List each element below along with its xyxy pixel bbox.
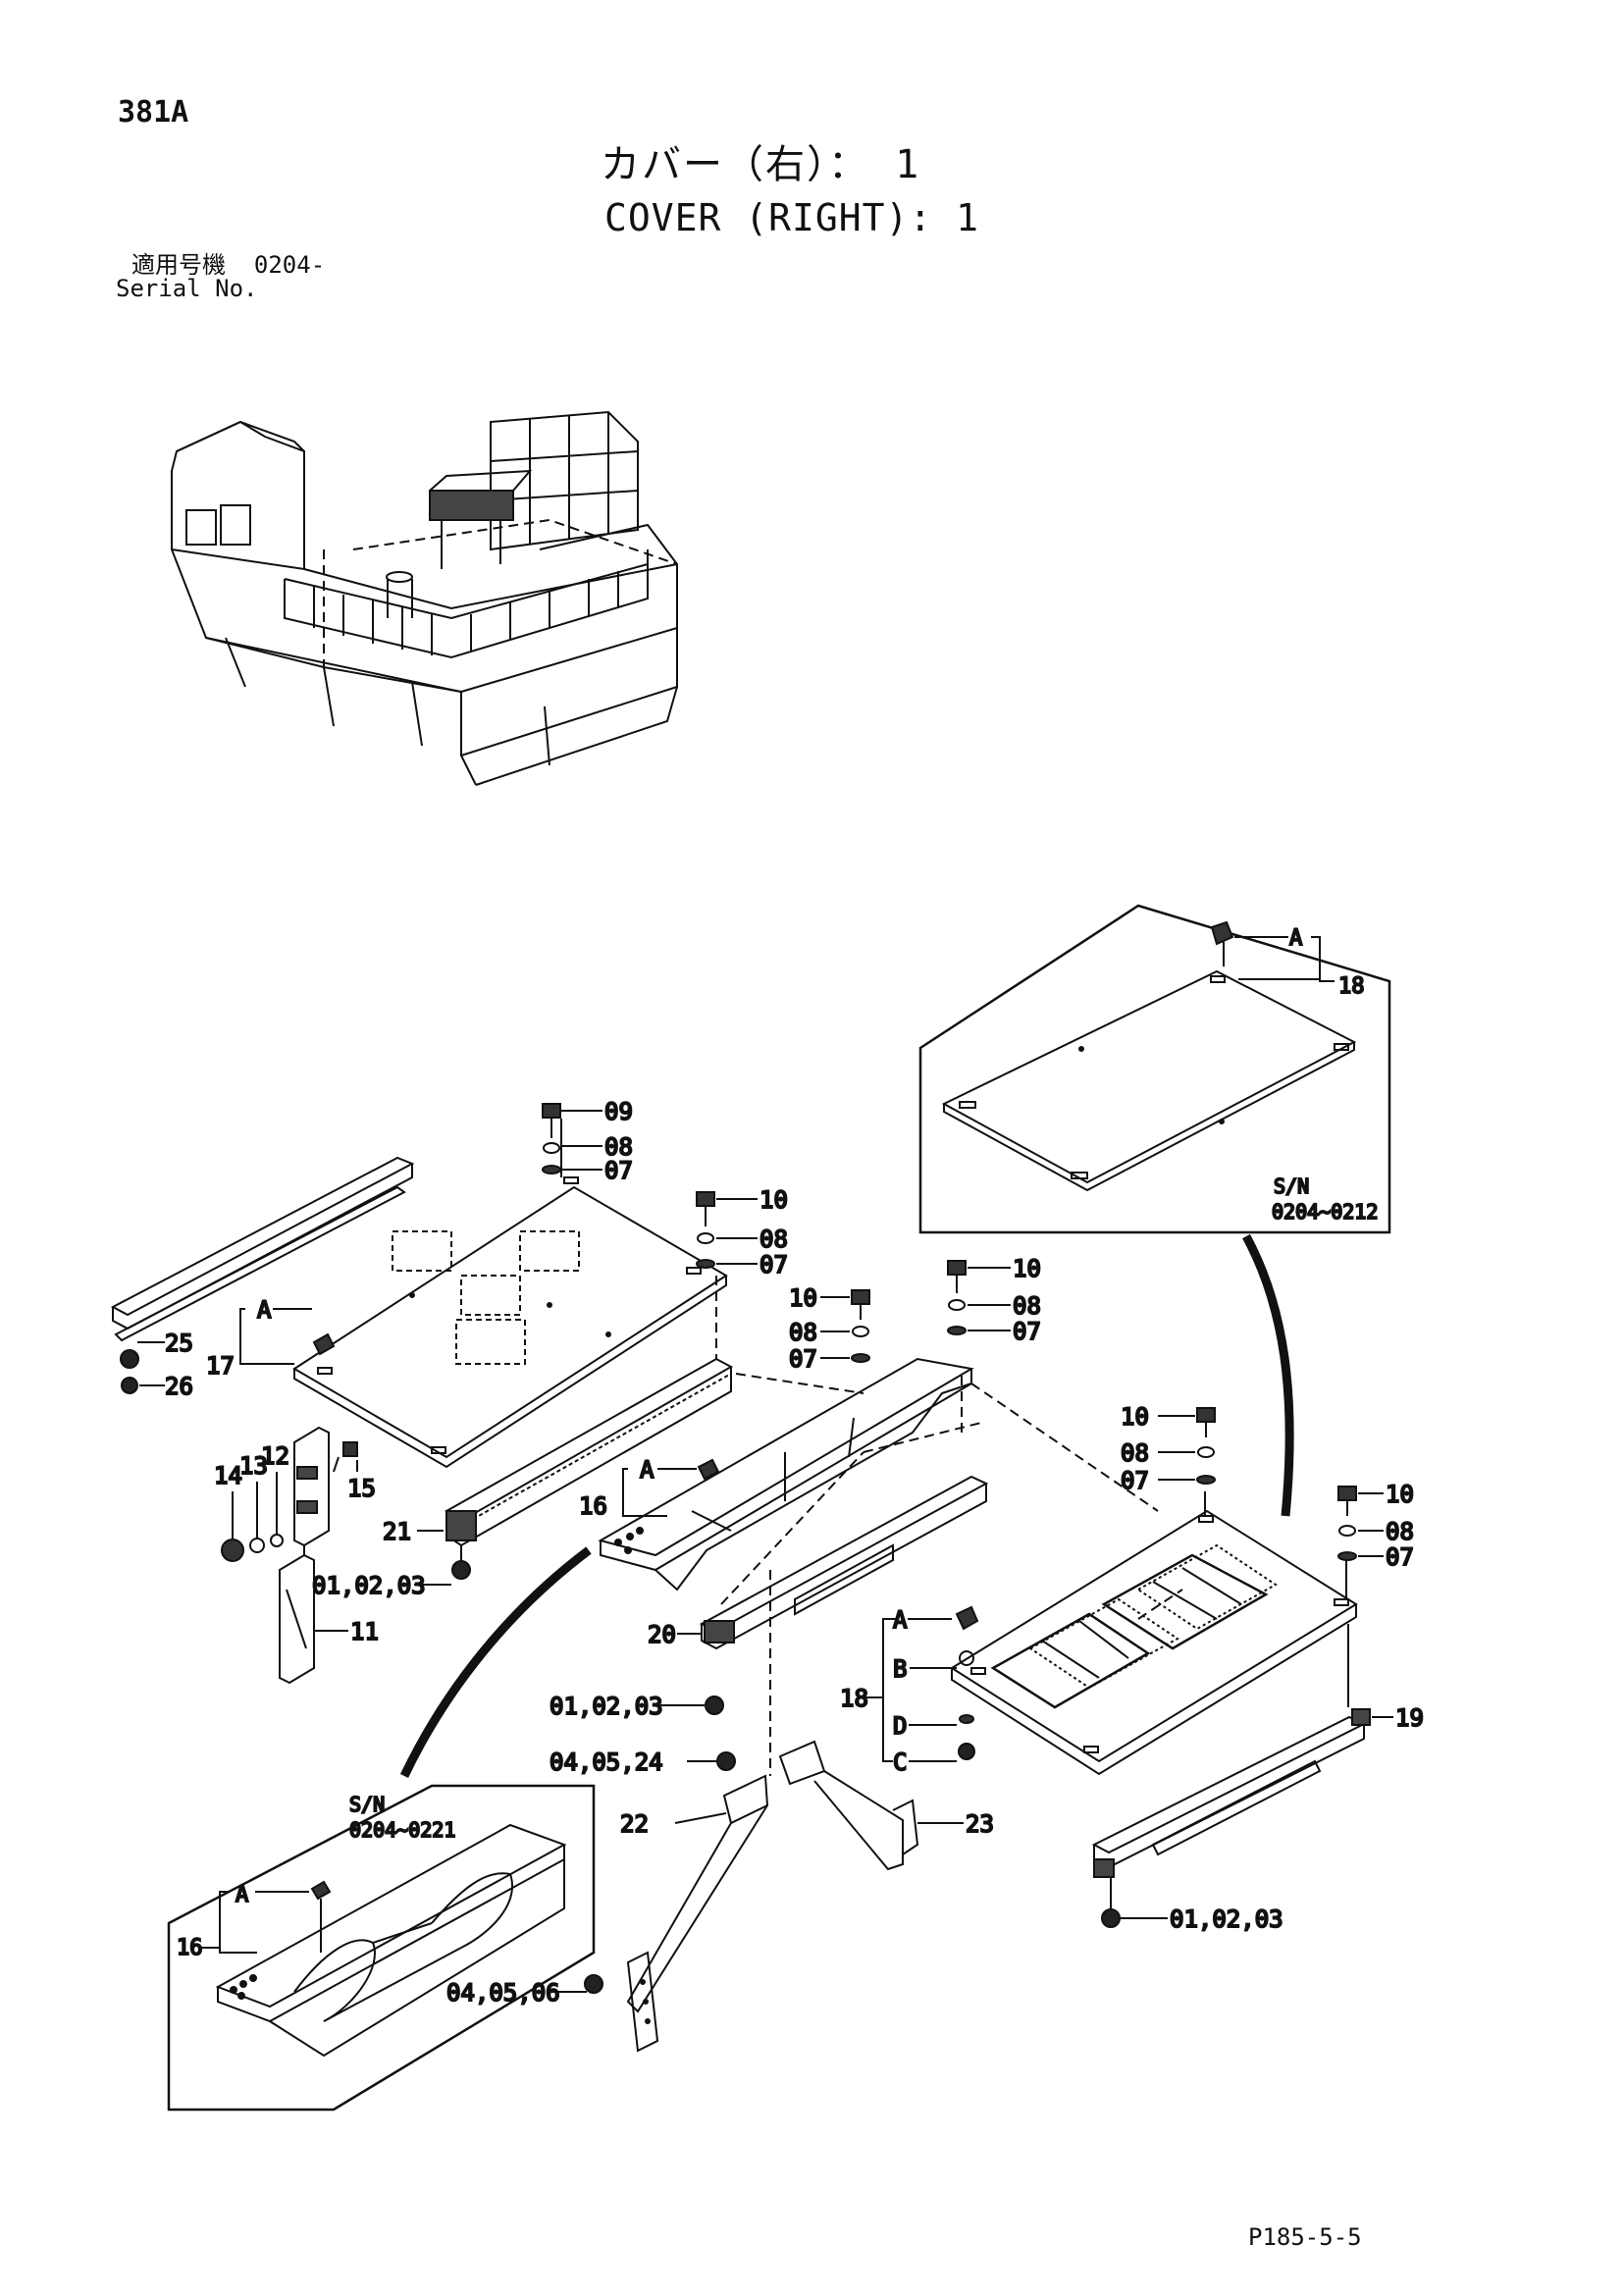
- callout-22: 22: [620, 1810, 649, 1838]
- label-A-17: A: [257, 1296, 272, 1324]
- callout-07-a: 07: [604, 1157, 633, 1184]
- title-english: COVER (RIGHT): 1: [604, 196, 980, 239]
- callout-10-a: 10: [759, 1186, 788, 1214]
- assembly-lines: [715, 1276, 1159, 1512]
- serial-label-english: Serial No.: [116, 275, 258, 302]
- callout-11: 11: [350, 1618, 379, 1645]
- callout-15: 15: [347, 1475, 376, 1502]
- callout-12: 12: [261, 1442, 289, 1470]
- label-C: C: [893, 1748, 907, 1776]
- page-code: 381A: [118, 95, 189, 130]
- label-B: B: [893, 1655, 907, 1683]
- part-18-fastener-group: [864, 1605, 979, 1762]
- part-23-strut: [769, 1570, 964, 1871]
- callout-07-d: 07: [1013, 1318, 1041, 1345]
- part-16-frame: [598, 1357, 974, 1592]
- fastener-stack-10-d: [1158, 1407, 1216, 1485]
- callout-14: 14: [214, 1462, 242, 1489]
- arc-bottom-left: [399, 1546, 592, 1778]
- callout-08-a: 08: [604, 1133, 633, 1161]
- callout-08-e: 08: [1121, 1439, 1149, 1467]
- part-25-rail: [110, 1156, 415, 1386]
- callout-07-e: 07: [1121, 1467, 1149, 1494]
- label-A-16: A: [640, 1456, 654, 1484]
- inset-tr-callout-18: 18: [1338, 974, 1365, 999]
- callout-10-c: 10: [1013, 1255, 1041, 1282]
- part-22-strut: [626, 1774, 769, 2053]
- callout-04-05-24: 04,05,24: [550, 1748, 663, 1776]
- part-18-grille-cover: [950, 1491, 1358, 1776]
- part-17-cover-plate: [239, 1119, 728, 1469]
- serial-label-jp-text: 適用号機: [131, 251, 226, 279]
- callout-13: 13: [239, 1452, 268, 1480]
- callout-07-b: 07: [759, 1251, 788, 1278]
- inset-top-right: A 18 S/N 0204~0212: [918, 904, 1391, 1234]
- part-20-rail: [677, 1422, 989, 1650]
- part-19-rail: [1091, 1624, 1393, 1928]
- title-japanese: カバー（右）： 1: [601, 142, 921, 187]
- fastener-stack-10-c: [947, 1260, 1011, 1335]
- part-11-bracket: [221, 1426, 358, 1685]
- callout-18: 18: [840, 1685, 868, 1712]
- fastener-stack-10-a: [696, 1191, 758, 1269]
- label-D: D: [893, 1712, 907, 1740]
- machine-overview-sketch: [171, 410, 678, 786]
- callout-20: 20: [648, 1621, 676, 1648]
- callout-08-f: 08: [1386, 1518, 1414, 1545]
- inset-bl-label-A: A: [236, 1883, 248, 1907]
- footer-page-ref: P185-5-5: [1248, 2223, 1362, 2251]
- serial-value: 0204-: [253, 251, 326, 279]
- fastener-stack-10-b: [820, 1289, 870, 1363]
- callout-19: 19: [1395, 1704, 1424, 1732]
- serial-label-japanese: 適用号機 0204-: [131, 253, 325, 277]
- bolt-26-icon: [121, 1377, 138, 1394]
- callout-07-c: 07: [789, 1345, 817, 1373]
- callout-04-05-06: 04,05,06: [446, 1979, 560, 2007]
- bolt-04-05-24-icon: [716, 1751, 736, 1771]
- callout-01-02-03-a: 01,02,03: [312, 1572, 426, 1599]
- arc-top-right: [1242, 1233, 1294, 1517]
- callout-10-e: 10: [1386, 1481, 1414, 1508]
- inset-bl-sn-range: 0204~0221: [349, 1818, 455, 1842]
- callout-26: 26: [165, 1373, 193, 1400]
- callout-21: 21: [383, 1518, 411, 1545]
- callout-09: 09: [604, 1098, 633, 1125]
- callout-08-c: 08: [789, 1319, 817, 1346]
- callout-16: 16: [579, 1492, 607, 1520]
- callout-10-d: 10: [1121, 1403, 1149, 1431]
- inset-tr-label-A: A: [1289, 926, 1302, 951]
- callout-10-b: 10: [789, 1284, 817, 1312]
- callout-23: 23: [966, 1810, 994, 1838]
- inset-tr-sn-label: S/N: [1274, 1174, 1309, 1198]
- label-A-18: A: [893, 1606, 908, 1634]
- fastener-stack-10-e: [1337, 1486, 1384, 1561]
- callout-01-02-03-b: 01,02,03: [550, 1693, 663, 1720]
- callout-08-d: 08: [1013, 1292, 1041, 1320]
- bolt-04-05-06-icon: [584, 1974, 603, 1994]
- bolt-01-02-03-b-icon: [705, 1696, 724, 1715]
- part-21-rail: [414, 1357, 734, 1586]
- callout-07-f: 07: [1386, 1543, 1414, 1571]
- callout-17: 17: [206, 1352, 235, 1380]
- callout-25: 25: [165, 1330, 193, 1357]
- inset-tr-sn-range: 0204~0212: [1272, 1200, 1378, 1224]
- callout-08-b: 08: [759, 1226, 788, 1253]
- inset-bottom-left: A 16 S/N 0204~0221: [167, 1784, 596, 2112]
- fastener-stack-09: [542, 1103, 602, 1174]
- inset-bl-sn-label: S/N: [349, 1793, 385, 1816]
- callout-01-02-03-c: 01,02,03: [1170, 1905, 1283, 1933]
